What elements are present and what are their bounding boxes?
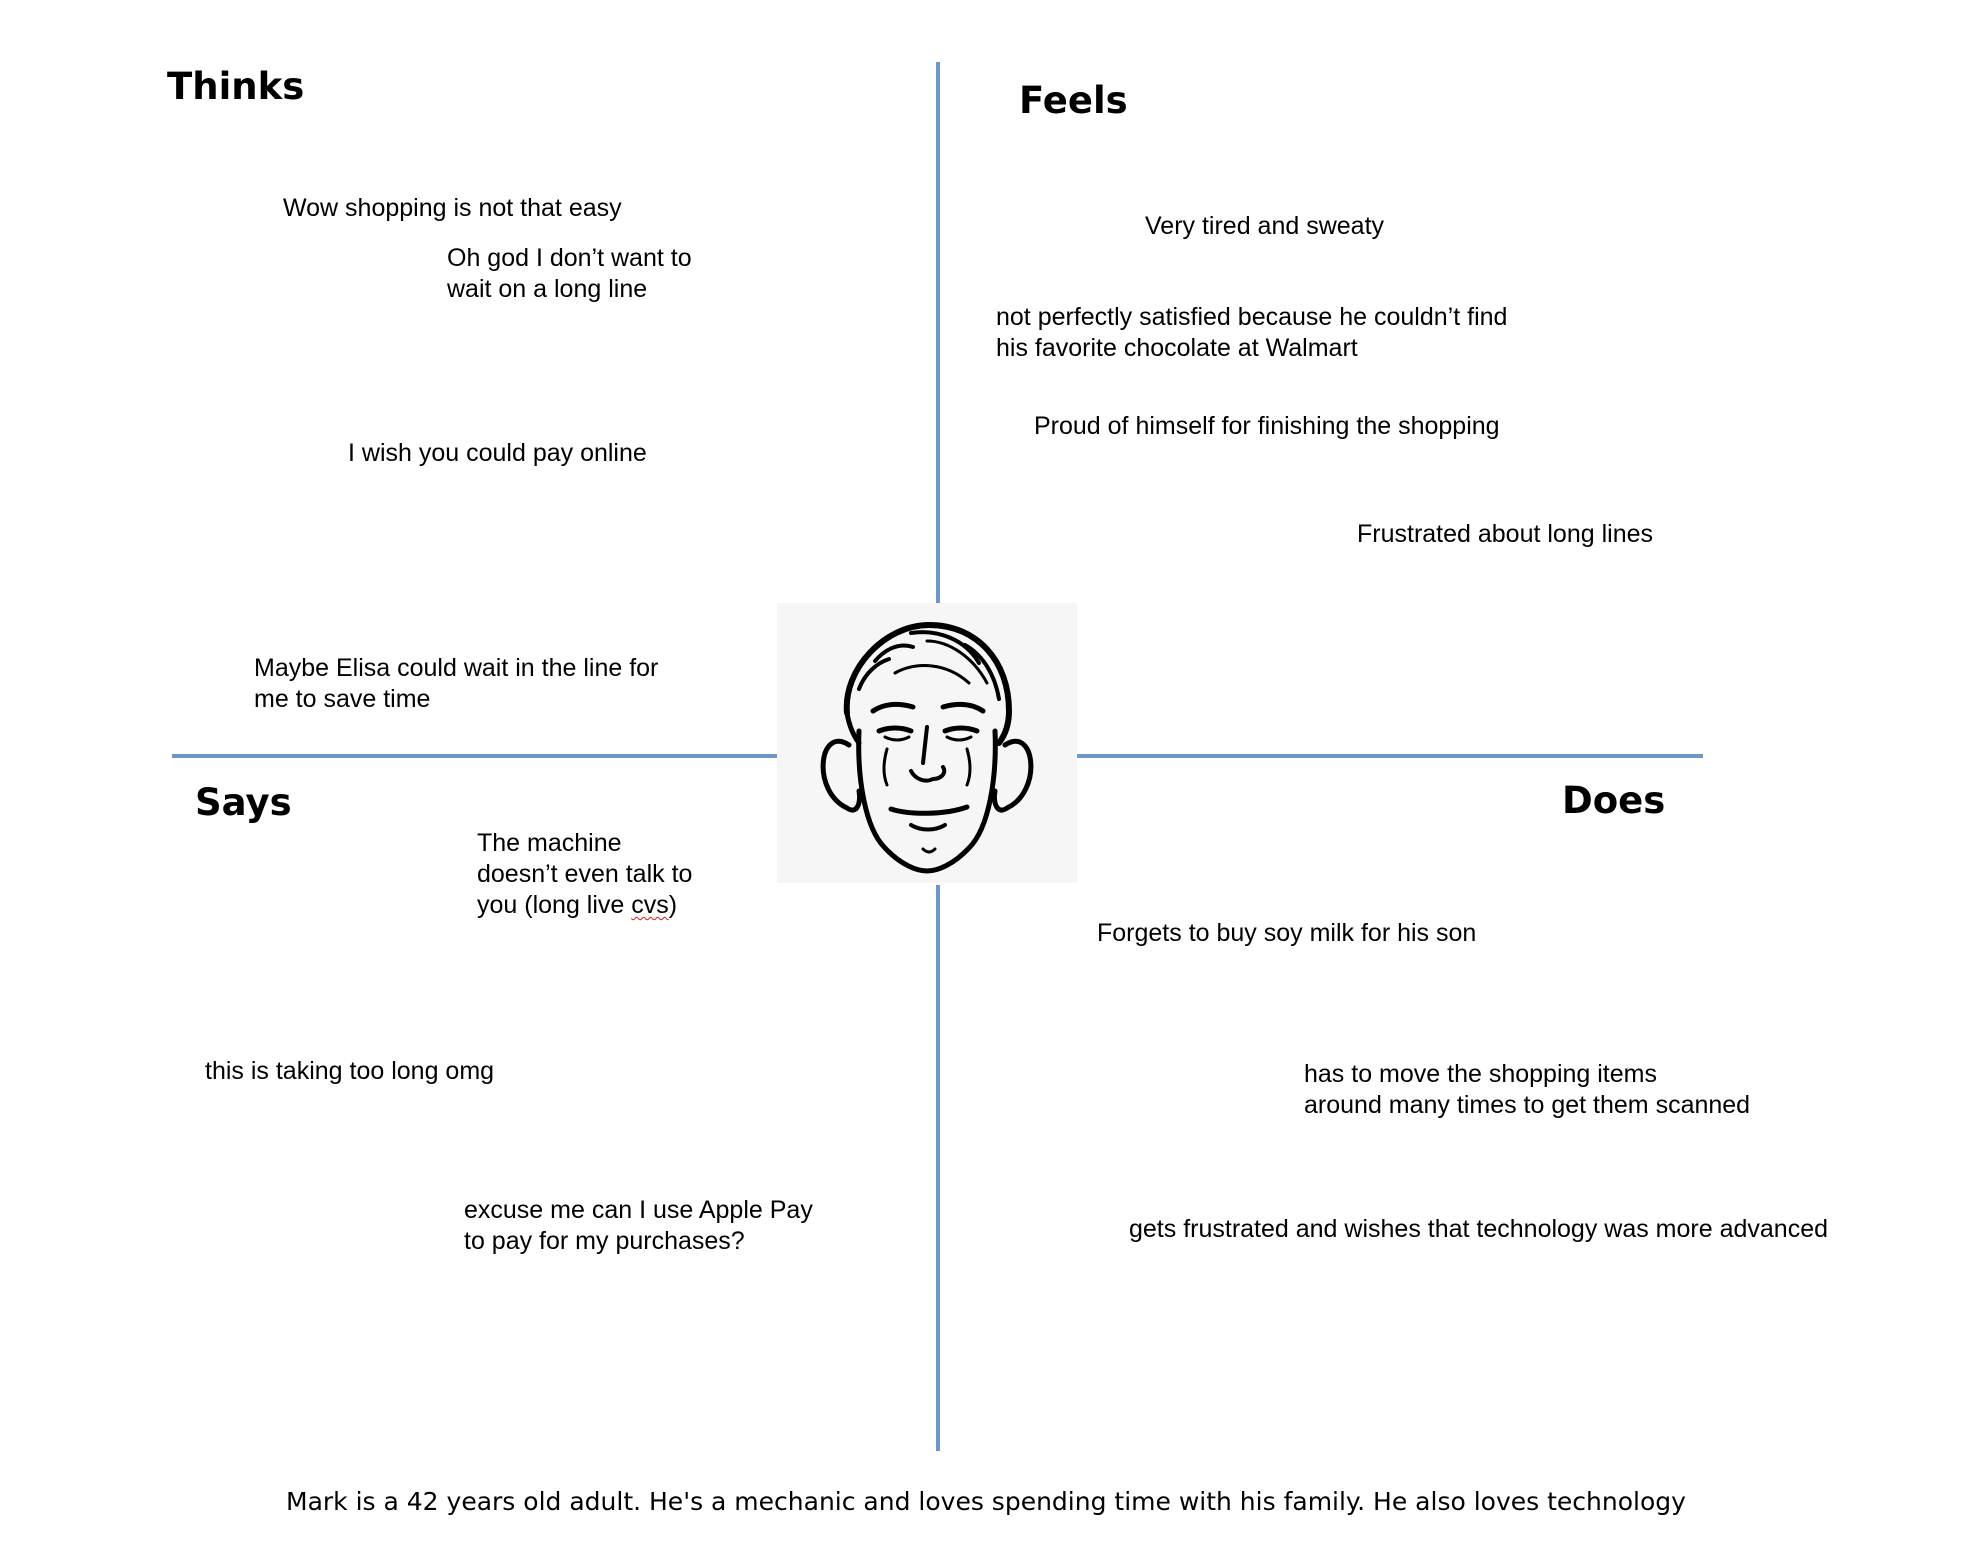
does-note: gets frustrated and wishes that technolo… <box>1129 1215 1829 1243</box>
spellcheck-flagged-word: cvs <box>631 891 669 919</box>
does-note: Forgets to buy soy milk for his son <box>1097 919 1477 947</box>
persona-face-panel <box>777 603 1077 883</box>
vertical-axis-top <box>936 62 940 603</box>
says-note-text-before: The machine doesn’t even talk to you (lo… <box>477 829 693 919</box>
feels-heading: Feels <box>1019 79 1128 122</box>
says-note: this is taking too long omg <box>205 1057 495 1085</box>
feels-note: Proud of himself for finishing the shopp… <box>1034 412 1500 440</box>
thinks-note: Oh god I don’t want to wait on a long li… <box>447 244 692 303</box>
thinks-heading: Thinks <box>167 65 305 108</box>
feels-note: not perfectly satisfied because he could… <box>996 303 1508 362</box>
thinks-note: Wow shopping is not that easy <box>283 194 622 222</box>
does-heading: Does <box>1562 779 1666 822</box>
does-note: has to move the shopping items around ma… <box>1304 1060 1751 1119</box>
says-note: The machine doesn’t even talk to you (lo… <box>477 828 692 921</box>
says-heading: Says <box>195 781 292 824</box>
man-face-icon <box>820 622 1034 874</box>
horizontal-axis-right <box>1077 754 1703 758</box>
feels-note: Very tired and sweaty <box>1145 212 1385 240</box>
says-note: excuse me can I use Apple Pay to pay for… <box>464 1196 813 1255</box>
thinks-note: Maybe Elisa could wait in the line for m… <box>254 654 659 713</box>
says-note-text-after: ) <box>668 891 678 919</box>
horizontal-axis-left <box>172 754 777 758</box>
persona-description: Mark is a 42 years old adult. He's a mec… <box>286 1487 1686 1516</box>
thinks-note: I wish you could pay online <box>348 439 647 467</box>
vertical-axis-bottom <box>936 885 940 1451</box>
feels-note: Frustrated about long lines <box>1357 520 1654 548</box>
